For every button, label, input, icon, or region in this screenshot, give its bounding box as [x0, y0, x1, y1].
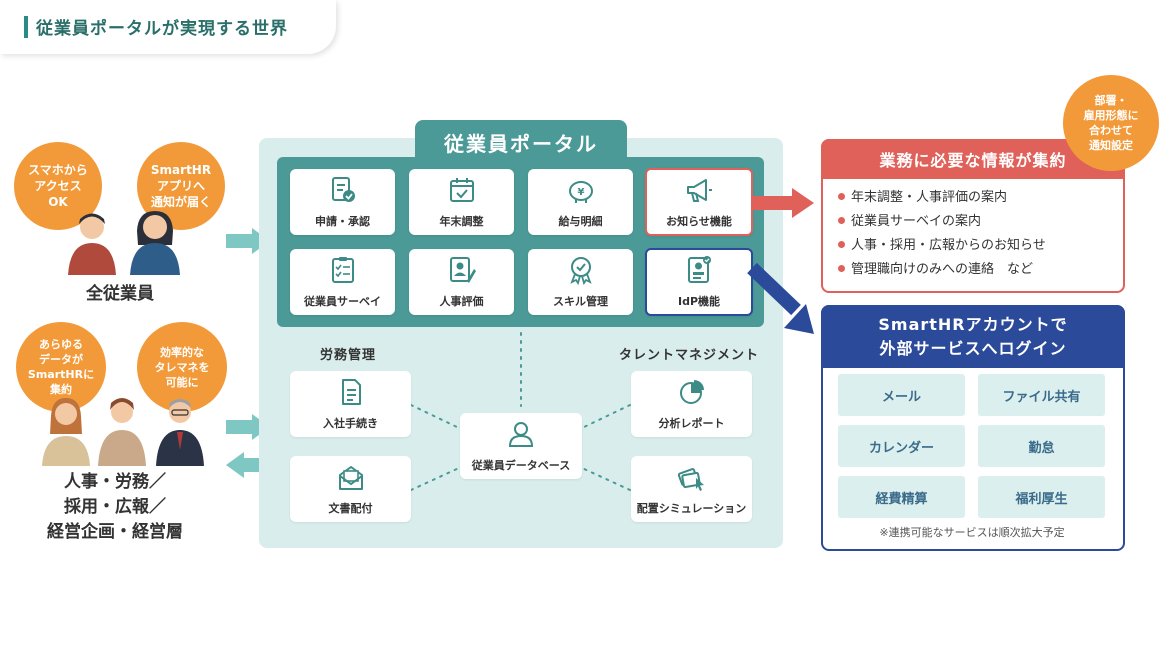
talent-management-label: タレントマネジメント — [619, 348, 760, 363]
arrow-to-idp-box — [747, 262, 814, 334]
piggy-bank-yen-icon: ¥ — [568, 181, 593, 203]
svg-text:¥: ¥ — [577, 187, 584, 198]
executive-icon — [156, 399, 204, 466]
bubble-data-aggregation: あらゆる データが SmartHRに 集約 — [16, 322, 106, 412]
employee-database[interactable]: 従業員データベース — [460, 413, 582, 479]
item-label: 文書配付 — [328, 502, 373, 515]
profile-edit-icon — [449, 257, 476, 283]
card-idp[interactable]: IdP機能 — [645, 248, 753, 316]
database-label: 従業員データベース — [471, 459, 571, 472]
item-analysis-report[interactable]: 分析レポート — [631, 371, 752, 437]
form-check-icon — [331, 177, 355, 202]
list-item: 年末調整・人事評価の案内 — [838, 186, 1046, 210]
female-employee-icon — [130, 211, 180, 275]
female-hr-icon — [42, 398, 90, 466]
calendar-check-icon — [449, 178, 474, 202]
admin-group-label: 人事・労務／ 採用・広報／ 経営企画・経営層 — [47, 472, 183, 542]
item-onboarding[interactable]: 入社手続き — [290, 371, 411, 437]
cards-cursor-icon — [677, 468, 704, 491]
page-title: 従業員ポータルが実現する世界 — [36, 19, 288, 39]
list-item: 従業員サーベイの案内 — [838, 210, 1046, 234]
document-icon — [341, 379, 361, 405]
arrow-employees-to-portal — [226, 234, 252, 248]
admin-people-illustration — [42, 398, 204, 466]
notice-list: 年末調整・人事評価の案内 従業員サーベイの案内 人事・採用・広報からのお知らせ … — [838, 186, 1046, 282]
list-item: 管理職向けのみへの連絡 など — [838, 258, 1046, 282]
service-attendance[interactable]: 勤怠 — [978, 425, 1105, 467]
bubble-efficient-talent-mgmt: 効率的な タレマネを 可能に — [137, 322, 227, 412]
service-expense[interactable]: 経費精算 — [838, 476, 965, 518]
male-employee-icon — [68, 213, 116, 275]
labor-management-label: 労務管理 — [320, 348, 377, 363]
service-mail[interactable]: メール — [838, 374, 965, 416]
card-label: IdP機能 — [677, 295, 721, 308]
card-label: スキル管理 — [553, 295, 608, 308]
person-icon — [508, 422, 534, 447]
card-skill-management[interactable]: スキル管理 — [528, 249, 633, 315]
card-label: 年末調整 — [439, 215, 484, 228]
card-label: お知らせ機能 — [666, 215, 732, 228]
card-label: 従業員サーベイ — [304, 295, 381, 308]
id-card-check-icon — [688, 256, 711, 283]
checklist-icon — [331, 257, 354, 283]
service-file-sharing[interactable]: ファイル共有 — [978, 374, 1105, 416]
card-employee-survey[interactable]: 従業員サーベイ — [290, 249, 395, 315]
card-label: 給与明細 — [558, 215, 603, 228]
male-staff-icon — [98, 398, 146, 466]
notification-settings-badge: 部署・ 雇用形態に 合わせて 通知設定 — [1063, 75, 1159, 171]
arrow-portal-to-admins — [226, 452, 244, 478]
database-connectors — [410, 332, 631, 491]
all-employees-label: 全従業員 — [86, 284, 154, 304]
service-benefits[interactable]: 福利厚生 — [978, 476, 1105, 518]
item-label: 配置シミュレーション — [636, 502, 747, 515]
card-performance-review[interactable]: 人事評価 — [409, 249, 514, 315]
megaphone-icon — [687, 179, 712, 202]
card-payslip[interactable]: ¥ 給与明細 — [528, 169, 633, 235]
card-label: 申請・承認 — [315, 215, 370, 228]
portal-title: 従業員ポータル — [415, 120, 627, 164]
title-accent-bar — [24, 16, 28, 38]
arrow-to-notice-box — [752, 196, 794, 210]
services-note: ※連携可能なサービスは順次拡大予定 — [879, 526, 1065, 539]
employee-people-illustration — [68, 211, 180, 275]
service-calendar[interactable]: カレンダー — [838, 425, 965, 467]
envelope-letter-icon — [338, 466, 363, 490]
card-year-end-adjustment[interactable]: 年末調整 — [409, 169, 514, 235]
arrow-admins-to-portal — [226, 420, 252, 434]
idp-box-title: SmartHRアカウントで 外部サービスへログイン — [821, 305, 1125, 368]
header-tab — [0, 0, 336, 54]
item-label: 分析レポート — [658, 417, 725, 430]
item-document-distribution[interactable]: 文書配付 — [290, 456, 411, 522]
pie-chart-icon — [679, 380, 704, 404]
item-placement-simulation[interactable]: 配置シミュレーション — [631, 456, 752, 522]
card-application-approval[interactable]: 申請・承認 — [290, 169, 395, 235]
list-item: 人事・採用・広報からのお知らせ — [838, 234, 1046, 258]
ribbon-badge-icon — [569, 257, 592, 285]
card-label: 人事評価 — [439, 295, 484, 308]
item-label: 入社手続き — [323, 417, 378, 430]
